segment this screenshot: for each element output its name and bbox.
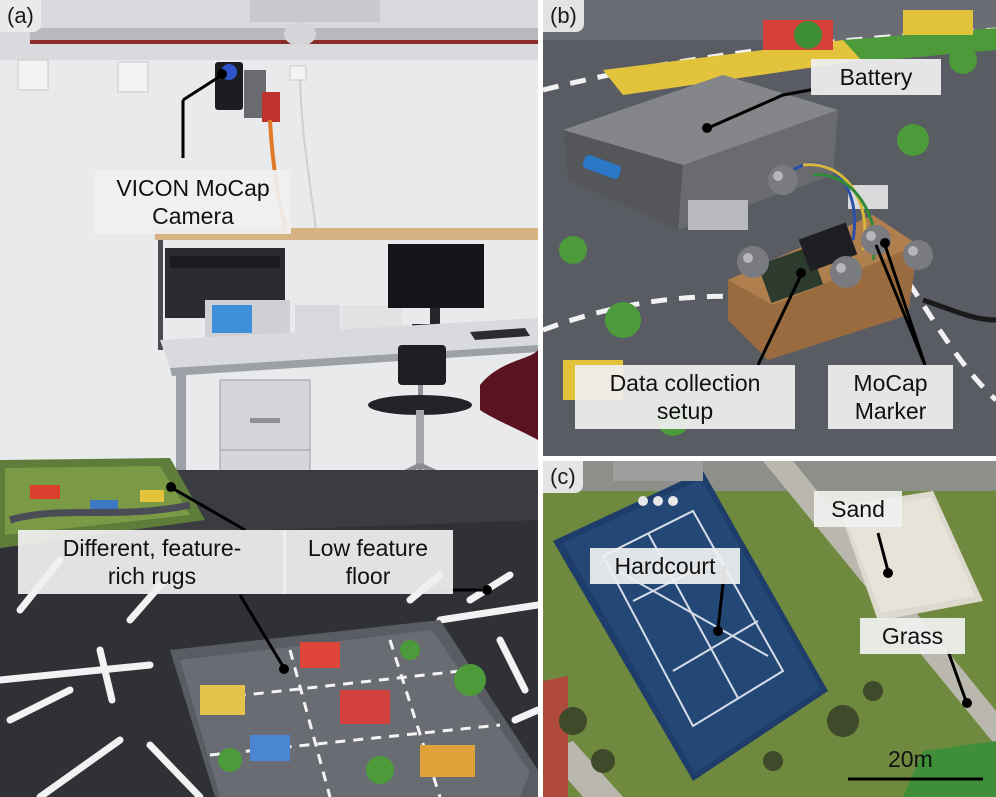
callout-rugs: Different, feature- rich rugs [18,530,286,594]
callout-grass: Grass [860,618,965,654]
callout-hardcourt: Hardcourt [590,548,740,584]
callout-vicon-camera: VICON MoCap Camera [95,170,291,234]
panel-c-label: (c) [543,461,583,493]
rug-top-left [0,458,205,548]
panel-b-label: (b) [543,0,584,32]
panel-b-hardware-photo: (b) Battery Data collection setup MoCap … [543,0,996,456]
callout-low-feature-floor: Low feature floor [283,530,453,594]
callout-battery: Battery [811,59,941,95]
panel-a-lab-photo: (a) VICON MoCap Camera Different, featur… [0,0,538,797]
scale-bar-label: 20m [888,746,933,772]
trees [559,681,883,773]
callout-data-collection-setup: Data collection setup [575,365,795,429]
callout-sand: Sand [814,491,902,527]
callout-mocap-marker: MoCap Marker [828,365,953,429]
panel-a-label: (a) [0,0,41,32]
lab-scene [0,0,538,797]
panel-c-aerial-photo: (c) Sand Hardcourt Grass 20m [543,461,996,797]
